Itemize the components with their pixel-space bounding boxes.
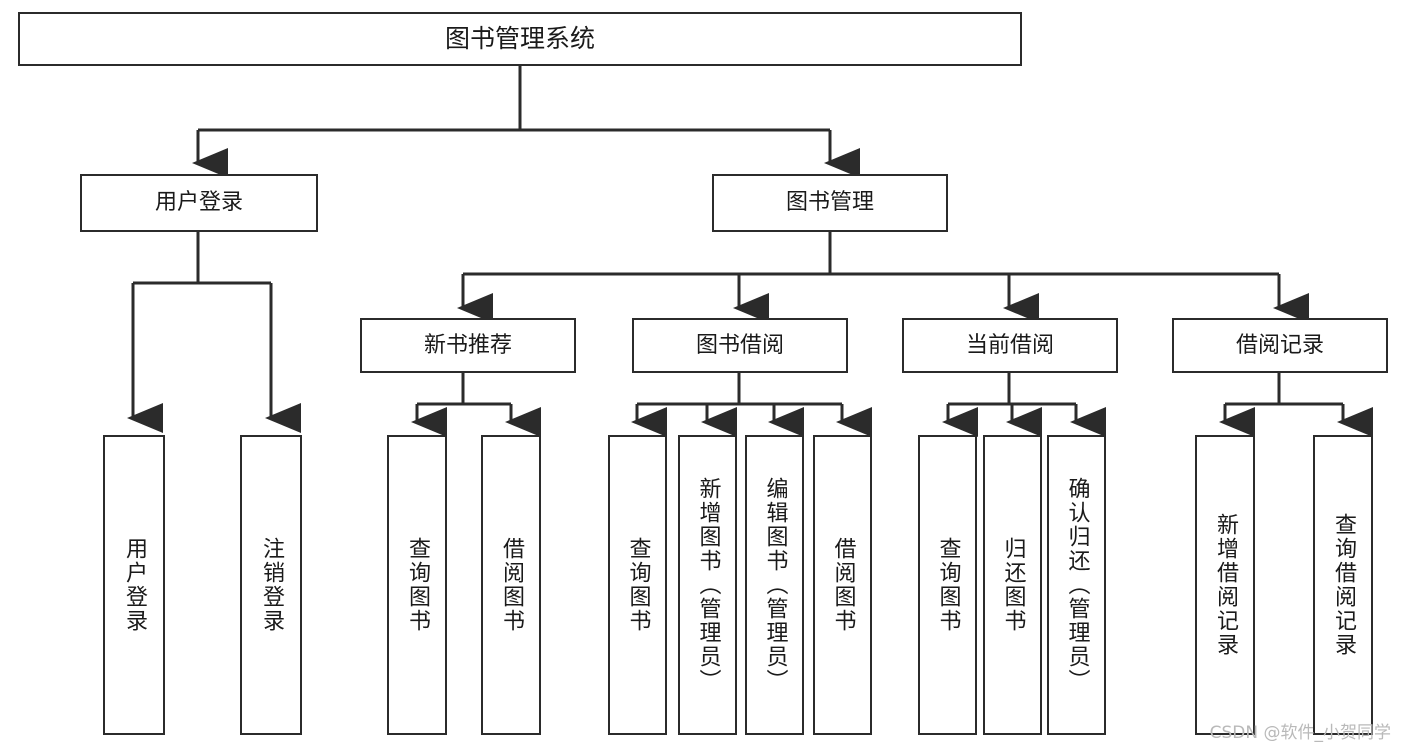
node-leaf-query-book-3-label: 查询图书 (935, 537, 961, 633)
node-leaf-borrow-book-1-label: 借阅图书 (499, 537, 524, 633)
node-leaf-query-book-2-label: 查询图书 (625, 537, 651, 633)
node-book-borrow[interactable]: 图书借阅 (632, 318, 848, 373)
node-root[interactable]: 图书管理系统 (18, 12, 1022, 66)
node-current-borrow[interactable]: 当前借阅 (902, 318, 1118, 373)
node-leaf-borrow-book-1[interactable]: 借阅图书 (481, 435, 541, 735)
node-new-book-recommend[interactable]: 新书推荐 (360, 318, 576, 373)
node-leaf-user-login[interactable]: 用户登录 (103, 435, 165, 735)
node-user-login[interactable]: 用户登录 (80, 174, 318, 232)
node-leaf-borrow-book-2[interactable]: 借阅图书 (813, 435, 872, 735)
node-book-manage[interactable]: 图书管理 (712, 174, 948, 232)
node-leaf-confirm-return-admin[interactable]: 确认归还（管理员） (1047, 435, 1106, 735)
node-new-book-recommend-label: 新书推荐 (423, 332, 512, 358)
node-leaf-user-login-label: 用户登录 (122, 537, 147, 633)
node-leaf-query-borrow-record-label: 查询借阅记录 (1331, 513, 1356, 657)
node-leaf-add-book-admin[interactable]: 新增图书（管理员） (678, 435, 737, 735)
node-book-manage-label: 图书管理 (785, 190, 874, 216)
node-borrow-record-label: 借阅记录 (1235, 332, 1324, 358)
node-leaf-query-book-3[interactable]: 查询图书 (918, 435, 977, 735)
node-leaf-logout-login[interactable]: 注销登录 (240, 435, 302, 735)
node-leaf-confirm-return-admin-label: 确认归还（管理员） (1064, 477, 1090, 693)
node-leaf-add-book-admin-label: 新增图书（管理员） (695, 477, 721, 693)
node-leaf-edit-book-admin-label: 编辑图书（管理员） (762, 477, 788, 693)
node-leaf-return-book[interactable]: 归还图书 (983, 435, 1042, 735)
node-leaf-query-book-2[interactable]: 查询图书 (608, 435, 667, 735)
node-leaf-borrow-book-2-label: 借阅图书 (830, 537, 856, 633)
node-leaf-add-borrow-record-label: 新增借阅记录 (1213, 513, 1238, 657)
node-leaf-query-borrow-record[interactable]: 查询借阅记录 (1313, 435, 1373, 735)
node-leaf-return-book-label: 归还图书 (1000, 537, 1026, 633)
node-current-borrow-label: 当前借阅 (965, 332, 1054, 358)
node-leaf-query-book-1-label: 查询图书 (405, 537, 430, 633)
node-root-label: 图书管理系统 (444, 24, 595, 54)
node-leaf-logout-login-label: 注销登录 (259, 537, 284, 633)
node-borrow-record[interactable]: 借阅记录 (1172, 318, 1388, 373)
node-leaf-edit-book-admin[interactable]: 编辑图书（管理员） (745, 435, 804, 735)
node-leaf-query-book-1[interactable]: 查询图书 (387, 435, 447, 735)
node-leaf-add-borrow-record[interactable]: 新增借阅记录 (1195, 435, 1255, 735)
node-book-borrow-label: 图书借阅 (695, 332, 784, 358)
node-user-login-label: 用户登录 (154, 190, 243, 216)
